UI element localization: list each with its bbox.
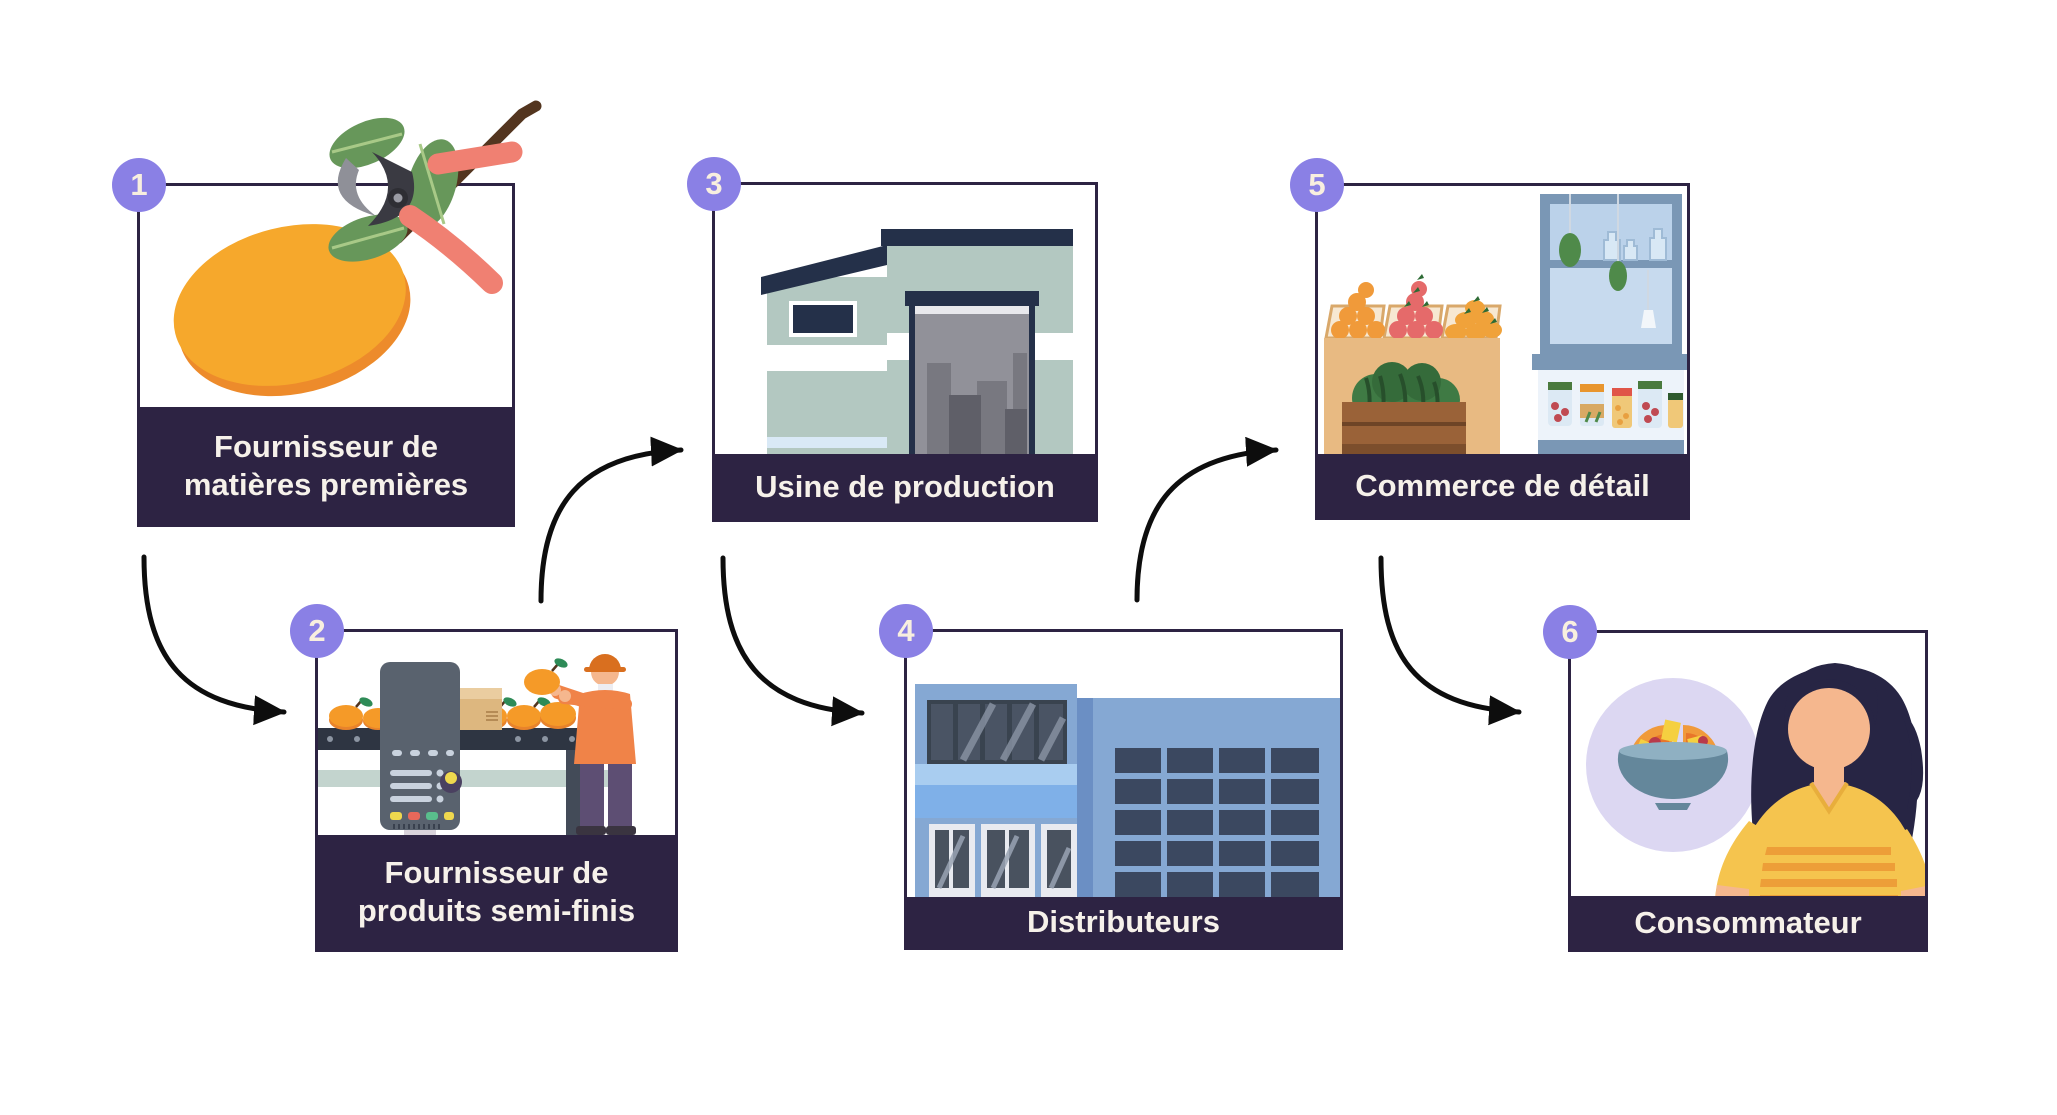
- step-6-label-bar: Consommateur: [1571, 896, 1925, 949]
- mango-with-pruning-shears-icon: [173, 100, 542, 397]
- conveyor-belt-worker-icon: [318, 654, 636, 835]
- fruit-bowl-icon: [1617, 719, 1729, 810]
- step-4-label-bar: Distributeurs: [907, 897, 1340, 947]
- step-5-label: Commerce de détail: [1355, 467, 1650, 503]
- preserve-jars: [1548, 381, 1683, 428]
- step-6-number: 6: [1561, 614, 1579, 649]
- step-2-box: 2: [290, 604, 678, 952]
- arrow-step5-to-step6: [1378, 555, 1522, 726]
- step-2-number: 2: [308, 613, 326, 648]
- factory-building-icon: [761, 229, 1073, 454]
- step-1-number: 1: [130, 167, 148, 202]
- step-1-label-bar: Fournisseur de matières premières: [140, 407, 512, 524]
- step-3-badge: 3: [687, 157, 741, 211]
- step-6-badge: 6: [1543, 605, 1597, 659]
- step-5-badge: 5: [1290, 158, 1344, 212]
- step-1-badge: 1: [112, 158, 166, 212]
- step-4-box: 4: [879, 604, 1343, 950]
- step-3-label-bar: Usine de production: [715, 454, 1095, 519]
- step-3-number: 3: [705, 166, 723, 201]
- warehouse-building-icon: [915, 684, 1340, 900]
- step-3-box: 3: [687, 157, 1098, 522]
- step-5-label-bar: Commerce de détail: [1318, 454, 1687, 517]
- step-4-label: Distributeurs: [1027, 904, 1220, 939]
- step-5-box: 5: [1290, 158, 1690, 520]
- step-3-label: Usine de production: [755, 468, 1055, 504]
- step-1-box: 1: [112, 100, 542, 527]
- consumer-figure: [1715, 663, 1925, 899]
- step-4-number: 4: [897, 613, 915, 648]
- step-1-label: Fournisseur de matières premières: [183, 428, 469, 502]
- arrow-step1-to-step2: [141, 554, 287, 726]
- arrow-step4-to-step5: [1134, 436, 1279, 603]
- step-5-number: 5: [1308, 167, 1326, 202]
- step-2-label: Fournisseur de produits semi-finis: [357, 855, 636, 928]
- watermelon-crate: [1342, 362, 1466, 457]
- step-2-badge: 2: [290, 604, 344, 658]
- step-6-box: 6: [1543, 605, 1928, 952]
- step-6-label: Consommateur: [1634, 904, 1862, 940]
- step-4-badge: 4: [879, 604, 933, 658]
- worker-figure: [524, 654, 636, 835]
- retail-fruit-stand-icon: [1324, 194, 1687, 457]
- arrow-step3-to-step4: [720, 555, 865, 727]
- step-2-label-bar: Fournisseur de produits semi-finis: [318, 835, 675, 949]
- produce-stand: [1324, 274, 1502, 457]
- woman-with-fruit-bowl-icon: [1586, 663, 1925, 899]
- arrow-step2-to-step3: [538, 436, 684, 604]
- hanging-herbs: [1559, 194, 1656, 328]
